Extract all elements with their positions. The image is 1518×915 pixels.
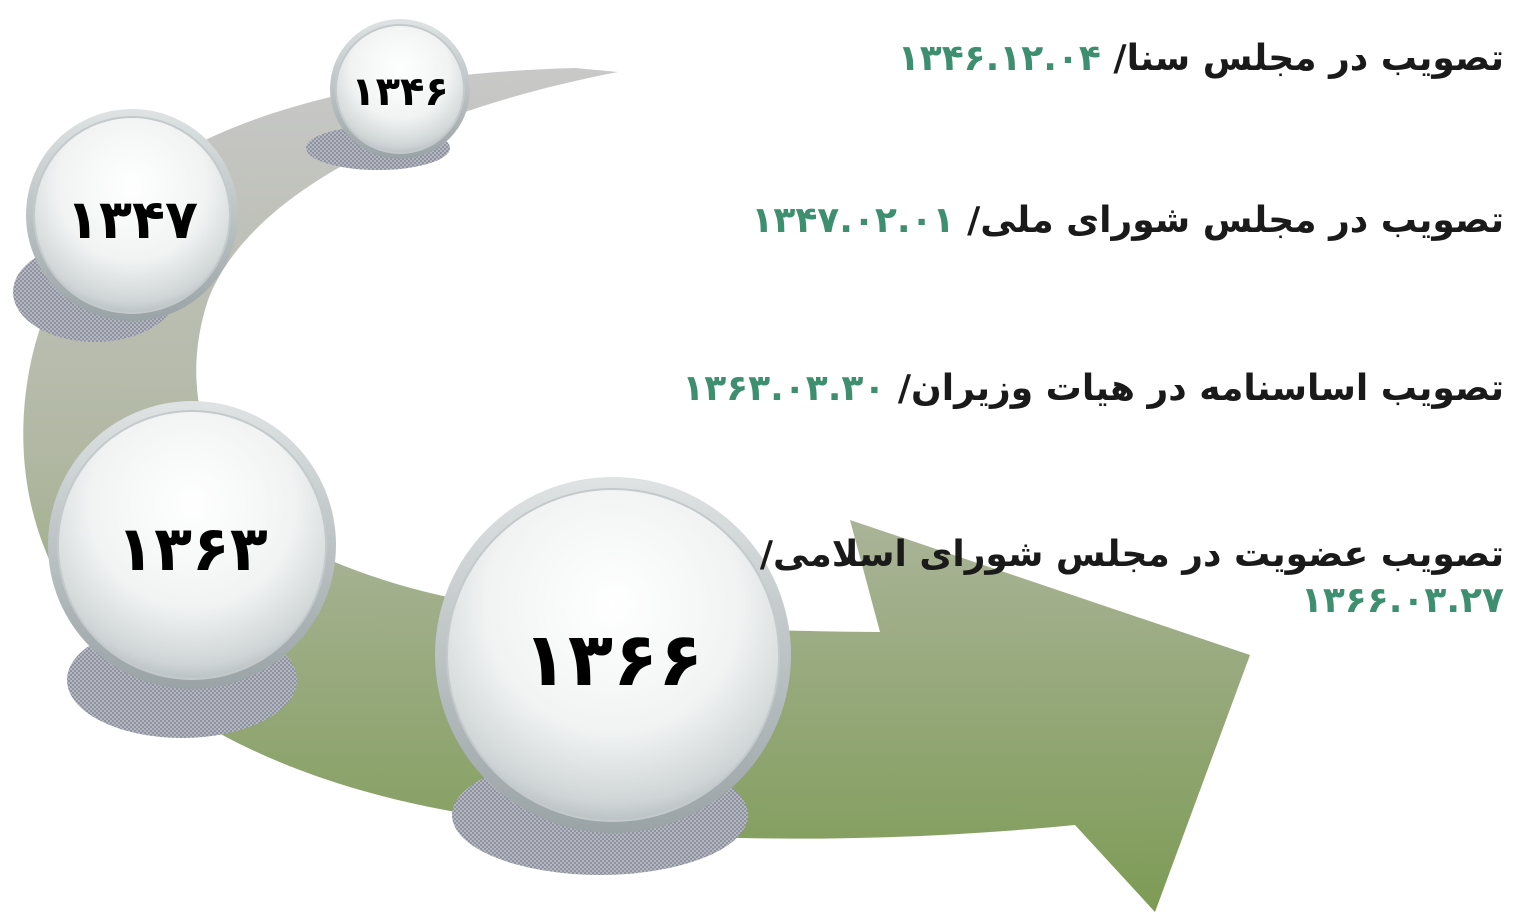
event-title: تصویب عضویت در مجلس شورای اسلامی/ bbox=[759, 534, 1504, 575]
event-entry: تصویب اساسنامه در هیات وزیران/ ۱۳۶۳.۰۳.۳… bbox=[682, 366, 1504, 412]
event-title: تصویب در مجلس سنا/ bbox=[1100, 38, 1504, 79]
milestone-year: ۱۳۴۷ bbox=[66, 188, 198, 251]
milestone-year: ۱۳۴۶ bbox=[351, 69, 449, 115]
event-entry: تصویب عضویت در مجلس شورای اسلامی/ ۱۳۶۶.۰… bbox=[760, 532, 1504, 624]
milestone-bubble: ۱۳۴۷ bbox=[26, 109, 238, 321]
event-title: تصویب در مجلس شورای ملی/ bbox=[954, 200, 1504, 241]
event-title: تصویب اساسنامه در هیات وزیران/ bbox=[885, 368, 1504, 409]
event-date: ۱۳۴۷.۰۲.۰۱ bbox=[751, 200, 955, 241]
event-entry: تصویب در مجلس شورای ملی/ ۱۳۴۷.۰۲.۰۱ bbox=[751, 198, 1504, 244]
event-entry: تصویب در مجلس سنا/ ۱۳۴۶.۱۲.۰۴ bbox=[898, 36, 1504, 82]
milestone-bubble: ۱۳۴۶ bbox=[330, 19, 470, 159]
milestone-bubble: ۱۳۶۶ bbox=[435, 477, 791, 833]
curved-arrow bbox=[23, 68, 1251, 912]
event-date: ۱۳۶۶.۰۳.۲۷ bbox=[1300, 580, 1504, 621]
milestone-year: ۱۳۶۶ bbox=[523, 617, 704, 703]
milestone-year: ۱۳۶۳ bbox=[116, 512, 268, 585]
milestone-bubble: ۱۳۶۳ bbox=[48, 401, 336, 689]
event-date: ۱۳۴۶.۱۲.۰۴ bbox=[897, 38, 1101, 79]
event-date: ۱۳۶۳.۰۳.۳۰ bbox=[682, 368, 886, 409]
